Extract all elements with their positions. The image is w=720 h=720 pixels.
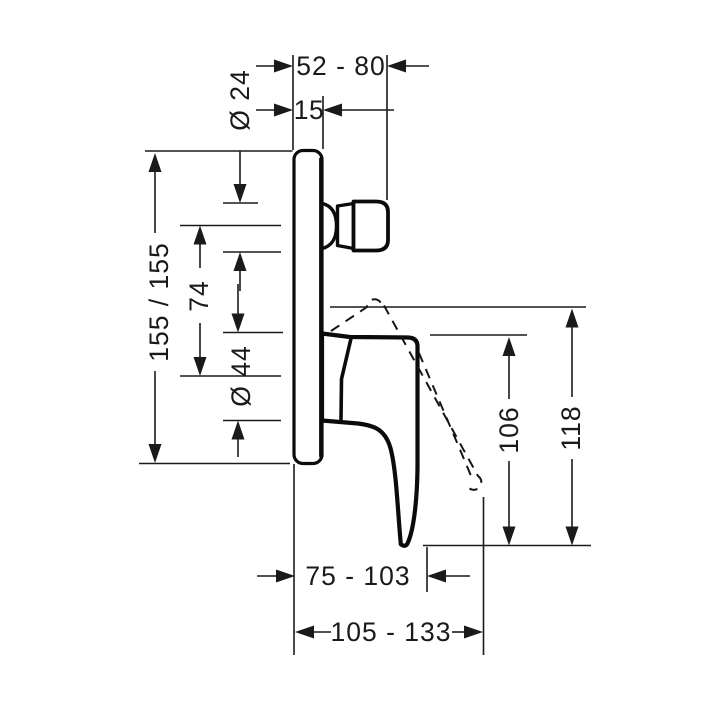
lever-handle [319,331,420,548]
product-outline [292,148,483,548]
dim-wall-to-knob-front: 52 - 80 [256,51,429,81]
arrowhead-down-icon [502,526,516,546]
dim-plate-height: 155 / 155 [144,153,174,463]
arrowhead-down-icon [193,357,207,376]
lever-handle-profile [319,331,420,548]
dim-handle-height-open: 118 [556,308,586,546]
dim-handle-hub-diameter: Ø 44 [226,284,256,457]
dim-label-dia-24: Ø 24 [225,69,255,130]
dim-label-105-133: 105 - 133 [331,617,452,647]
dim-wall-to-handle-tip: 75 - 103 [257,561,470,591]
dim-knob-diameter: Ø 24 [225,69,255,291]
knob-ring [335,201,356,251]
arrowhead-right-icon [274,103,293,117]
arrowhead-right-icon [464,625,483,639]
open-handle-top-edge-dashed [383,305,483,491]
open-handle-rear-edge-dashed [330,298,382,332]
arrowhead-up-icon [148,153,162,172]
dim-label-118: 118 [556,405,586,450]
arrowhead-up-icon [193,225,207,245]
escutcheon-plate [292,148,324,466]
dim-label-155-155: 155 / 155 [144,242,174,362]
dim-handle-height-closed: 106 [494,337,524,546]
dim-label-75-103: 75 - 103 [305,561,410,591]
arrowhead-up-icon [233,252,247,271]
arrowhead-right-icon [276,569,295,583]
arrowhead-left-icon [323,103,342,117]
arrowhead-down-icon [233,184,247,203]
arrowhead-left-icon [387,59,406,73]
dim-label-106: 106 [494,406,524,453]
handle-sleeve-edge [339,336,353,421]
open-handle-bottom-edge-dashed [418,352,474,480]
arrowhead-left-icon [427,569,446,583]
arrowhead-left-icon [295,625,314,639]
dim-wall-to-plate-front: 15 [256,95,394,125]
dim-knob-to-handle-axis: 74 [184,225,214,376]
arrowhead-down-icon [565,526,579,546]
dim-wall-to-handle-tip-open: 105 - 133 [295,617,483,647]
arrowhead-up-icon [565,308,579,328]
arrowhead-up-icon [231,420,245,440]
dim-label-15: 15 [294,95,324,125]
arrowhead-up-icon [502,337,516,356]
arrowhead-down-icon [148,444,162,463]
knob-stem-bulge [320,201,339,251]
dim-label-dia-44: Ø 44 [226,345,256,406]
extension-lines [139,55,591,655]
dim-label-52-80: 52 - 80 [296,51,386,81]
dim-label-74: 74 [184,280,214,311]
diverter-knob [320,199,390,253]
arrowhead-down-icon [231,313,245,333]
knob-head [351,199,390,253]
escutcheon-plate-profile [292,148,324,466]
arrowhead-right-icon [274,59,293,73]
